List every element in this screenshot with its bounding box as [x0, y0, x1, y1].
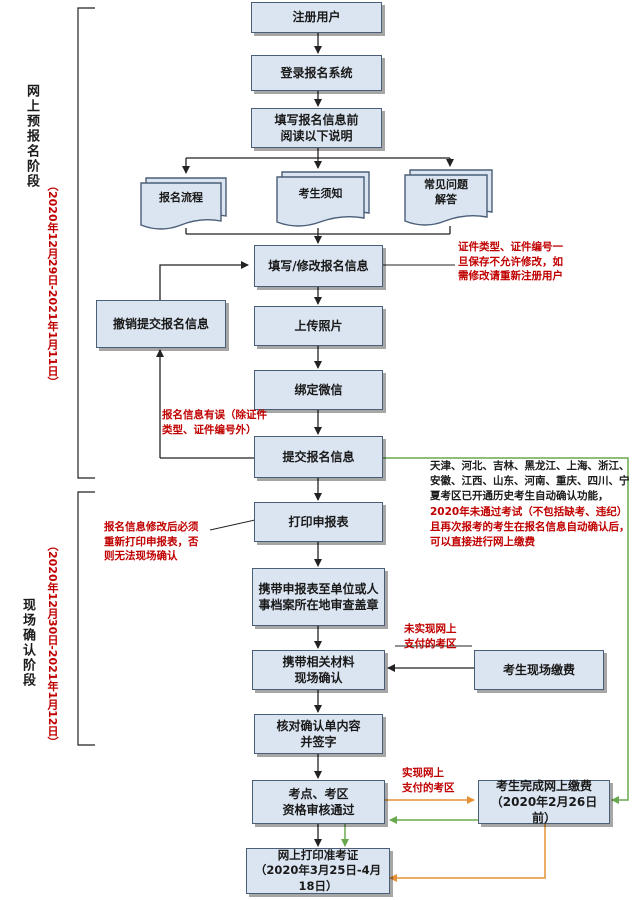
step-qualification-pass: 考点、考区 资格审核通过 — [252, 780, 385, 824]
green-path-submit-to-pay — [383, 457, 629, 804]
step-stamp-form: 携带申报表至单位或人 事档案所在地审查盖章 — [252, 568, 385, 626]
doc-shape-faq — [404, 169, 493, 226]
step-fill-info: 填写/修改报名信息 — [254, 245, 383, 287]
doc-process: 报名流程 — [159, 190, 203, 204]
onsite-stage-bracket — [77, 491, 95, 746]
step-onsite-confirm: 携带相关材料 现场确认 — [252, 650, 385, 690]
online-stage-bracket — [77, 7, 95, 479]
step-upload-photo: 上传照片 — [254, 306, 383, 346]
arrow-cancel-to-fill — [159, 261, 249, 300]
step-login: 登录报名系统 — [251, 55, 382, 91]
annotation-auto-confirm-red: 2020年未通过考试（不包括缺考、违纪）且再次报考的考生在报名信息自动确认后，可… — [430, 505, 630, 549]
step-bind-wechat: 绑定微信 — [254, 370, 383, 410]
step-cancel-submit: 撤销提交报名信息 — [96, 300, 226, 348]
orange-path-pay-to-admission — [389, 824, 546, 882]
annotation-online-pay: 实现网上 支付的考区 — [402, 767, 455, 794]
annotation-no-online-pay: 未实现网上 支付的考区 — [404, 623, 457, 650]
annotation-auto-confirm-black: 天津、河北、吉林、黑龙江、上海、浙江、安徽、江西、山东、河南、重庆、四川、宁夏考… — [430, 460, 630, 503]
step-submit-info: 提交报名信息 — [254, 436, 383, 478]
step-verify-sign: 核对确认单内容 并签字 — [254, 714, 383, 754]
doc-notice: 考生须知 — [298, 186, 343, 200]
annotation-info-error: 报名信息有误（除证件 类型、证件编号外） — [162, 409, 267, 436]
step-register: 注册用户 — [251, 2, 382, 33]
doc-shape-notice — [276, 171, 370, 227]
onsite-stage-label: 现场确认阶段 — [20, 598, 35, 688]
doc-faq: 常见问题 解答 — [424, 178, 468, 206]
onsite-stage-date: （2020年12月30日-2021年1月12日） — [46, 540, 59, 748]
online-stage-label: 网上预报名阶段 — [24, 84, 39, 189]
annotation-reprint-required: 报名信息修改后必须 重新打印申报表，否 则无法现场确认 — [104, 521, 199, 563]
step-onsite-pay: 考生现场缴费 — [474, 650, 604, 690]
connector-reprint — [209, 519, 256, 531]
step-read-before-fill: 填写报名信息前 阅读以下说明 — [251, 108, 382, 148]
online-stage-date: （2020年12月29日-2021年1月11日） — [46, 180, 59, 388]
step-online-pay-done: 考生完成网上缴费 （2020年2月26日前） — [478, 779, 610, 825]
step-print-form: 打印申报表 — [254, 502, 383, 542]
doc-shape-process — [140, 177, 227, 230]
step-print-admission: 网上打印准考证 （2020年3月25日-4月18日） — [246, 848, 390, 894]
annotation-id-warning: 证件类型、证件编号一 旦保存不允许修改，如 需修改请重新注册用户 — [458, 241, 563, 283]
annotation-auto-confirm: 天津、河北、吉林、黑龙江、上海、浙江、安徽、江西、山东、河南、重庆、四川、宁夏考… — [430, 459, 630, 550]
